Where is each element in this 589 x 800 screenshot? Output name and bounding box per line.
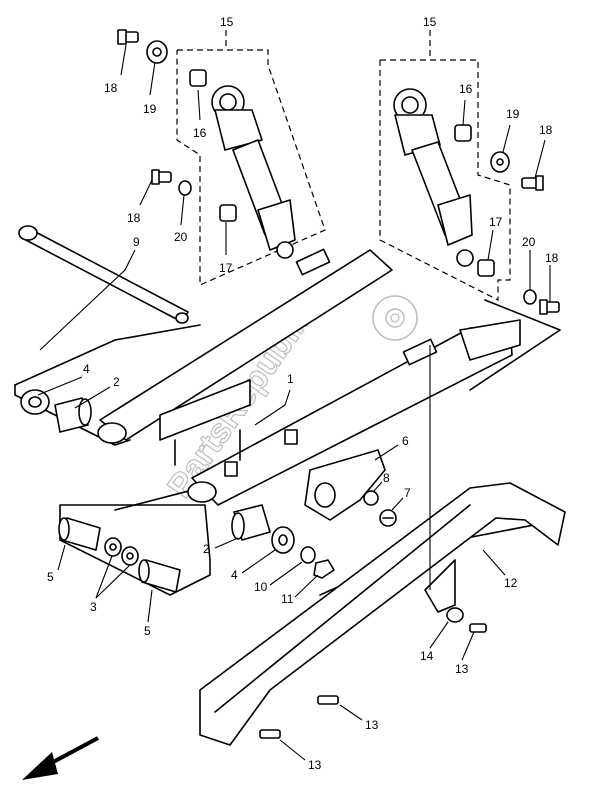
thrust-cover-4b (271, 526, 295, 554)
screw-13b (317, 695, 339, 705)
callout-18: 18 (545, 251, 559, 265)
bolt-18d (539, 299, 560, 315)
callout-16: 16 (459, 82, 473, 96)
chain-guide-6 (304, 449, 386, 521)
bolt-18a (117, 29, 139, 45)
callout-18: 18 (127, 211, 141, 225)
screw-13a (469, 623, 487, 633)
callout-2: 2 (113, 375, 120, 389)
callout-11: 11 (281, 592, 294, 606)
callout-10: 10 (254, 580, 268, 594)
callout-6: 6 (402, 434, 409, 448)
thrust-cover-4a (20, 389, 50, 415)
callout-12: 12 (504, 576, 518, 590)
callout-8: 8 (383, 471, 390, 485)
callout-17: 17 (219, 261, 233, 275)
callout-labels: 15 15 18 19 16 18 20 17 9 16 19 18 17 20… (47, 15, 559, 772)
callout-20: 20 (522, 235, 536, 249)
nut-20a (178, 180, 192, 196)
callout-20: 20 (174, 230, 188, 244)
shock-absorber-left (189, 69, 296, 259)
callout-15-right: 15 (423, 15, 437, 29)
callout-14: 14 (420, 649, 434, 663)
callout-13: 13 (365, 718, 379, 732)
callout-17: 17 (489, 215, 503, 229)
callout-15-left: 15 (220, 15, 234, 29)
bushing-2b (231, 504, 271, 541)
nut-20b (523, 289, 537, 305)
bolt-18c (521, 175, 544, 191)
callout-1: 1 (287, 372, 294, 386)
collar-5a (58, 517, 101, 551)
callout-13: 13 (455, 662, 469, 676)
callout-5: 5 (47, 570, 54, 584)
callout-3: 3 (90, 600, 97, 614)
washer-8 (363, 490, 379, 506)
pivot-shaft (18, 225, 189, 324)
nut-11 (313, 559, 335, 579)
callout-18: 18 (104, 81, 118, 95)
washer-19a (146, 40, 168, 64)
washer-3a (104, 537, 122, 557)
callout-2: 2 (203, 542, 210, 556)
callout-13: 13 (308, 758, 322, 772)
washer-19b (490, 151, 510, 173)
shock-right-group-boundary (379, 30, 511, 301)
callout-19: 19 (143, 102, 157, 116)
screw-13c (259, 729, 281, 739)
callout-4: 4 (231, 568, 238, 582)
rear-arm (97, 248, 521, 506)
bushing-outline (59, 504, 211, 596)
shock-absorber-right (393, 88, 495, 277)
bushing-2a (54, 397, 92, 433)
collar-5b (138, 559, 181, 593)
front-direction-arrow-icon (22, 736, 99, 780)
washer-10 (300, 546, 316, 564)
bolt-18b (151, 169, 172, 185)
washer-3b (121, 546, 139, 566)
callout-16: 16 (193, 126, 207, 140)
callout-5: 5 (144, 624, 151, 638)
washer-14 (446, 607, 464, 623)
callout-19: 19 (506, 107, 520, 121)
callout-7: 7 (404, 486, 411, 500)
callout-18: 18 (539, 123, 553, 137)
leader-lines (37, 44, 551, 761)
gear-icon (372, 295, 418, 341)
bolt-7 (379, 509, 397, 527)
shock-left-group-boundary (176, 30, 326, 286)
chain-case-12 (199, 482, 566, 746)
callout-4: 4 (83, 362, 90, 376)
callout-9: 9 (133, 235, 140, 249)
